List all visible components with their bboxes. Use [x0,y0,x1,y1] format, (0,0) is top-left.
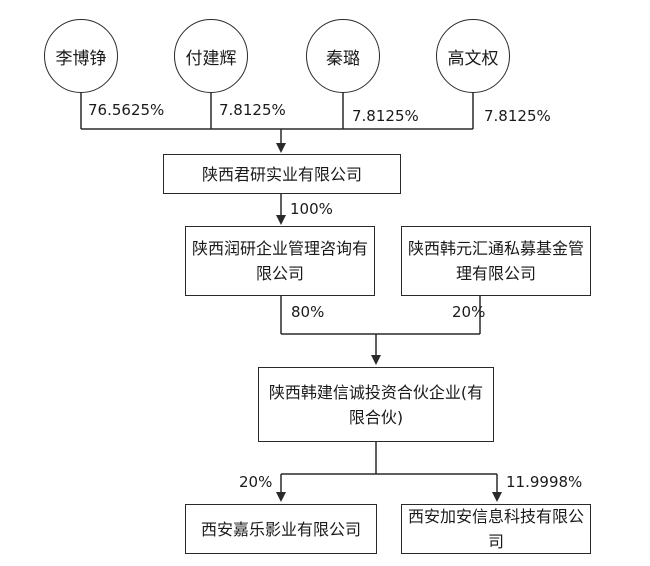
shareholder-percentage: 7.8125% [352,107,419,125]
company-name: 西安加安信息科技有限公司 [408,507,585,551]
company-box-hanjian: 陕西韩建信诚投资合伙企业(有限合伙) [258,367,494,442]
company-name: 陕西润研企业管理咨询有限公司 [192,239,369,283]
shareholder-circle: 李博铮 [44,19,118,93]
company-box-jiaan: 西安加安信息科技有限公司 [401,504,591,554]
ownership-percentage: 100% [290,200,333,218]
ownership-percentage: 20% [239,473,273,491]
company-name: 陕西韩建信诚投资合伙企业(有限合伙) [268,382,484,427]
shareholder-percentage: 76.5625% [88,101,165,119]
company-box-junyan: 陕西君研实业有限公司 [163,154,401,194]
shareholder-circle: 高文权 [436,19,510,93]
shareholder-name: 李博铮 [55,48,107,69]
ownership-percentage: 20% [452,303,486,321]
company-name: 西安嘉乐影业有限公司 [200,519,361,539]
shareholder-percentage: 7.8125% [484,107,551,125]
company-name: 陕西韩元汇通私募基金管理有限公司 [408,239,585,283]
shareholder-name: 付建辉 [185,48,237,69]
company-name: 陕西君研实业有限公司 [201,164,362,184]
company-box-runyan: 陕西润研企业管理咨询有限公司 [185,226,375,296]
company-box-jiale: 西安嘉乐影业有限公司 [185,504,377,554]
company-box-hanyuan: 陕西韩元汇通私募基金管理有限公司 [401,226,591,296]
shareholder-name: 高文权 [447,48,499,69]
shareholder-name: 秦璐 [326,48,360,69]
shareholder-circle: 付建辉 [174,19,248,93]
ownership-percentage: 80% [291,303,325,321]
shareholder-circle: 秦璐 [306,19,380,93]
ownership-percentage: 11.9998% [506,473,583,491]
shareholder-percentage: 7.8125% [219,101,286,119]
